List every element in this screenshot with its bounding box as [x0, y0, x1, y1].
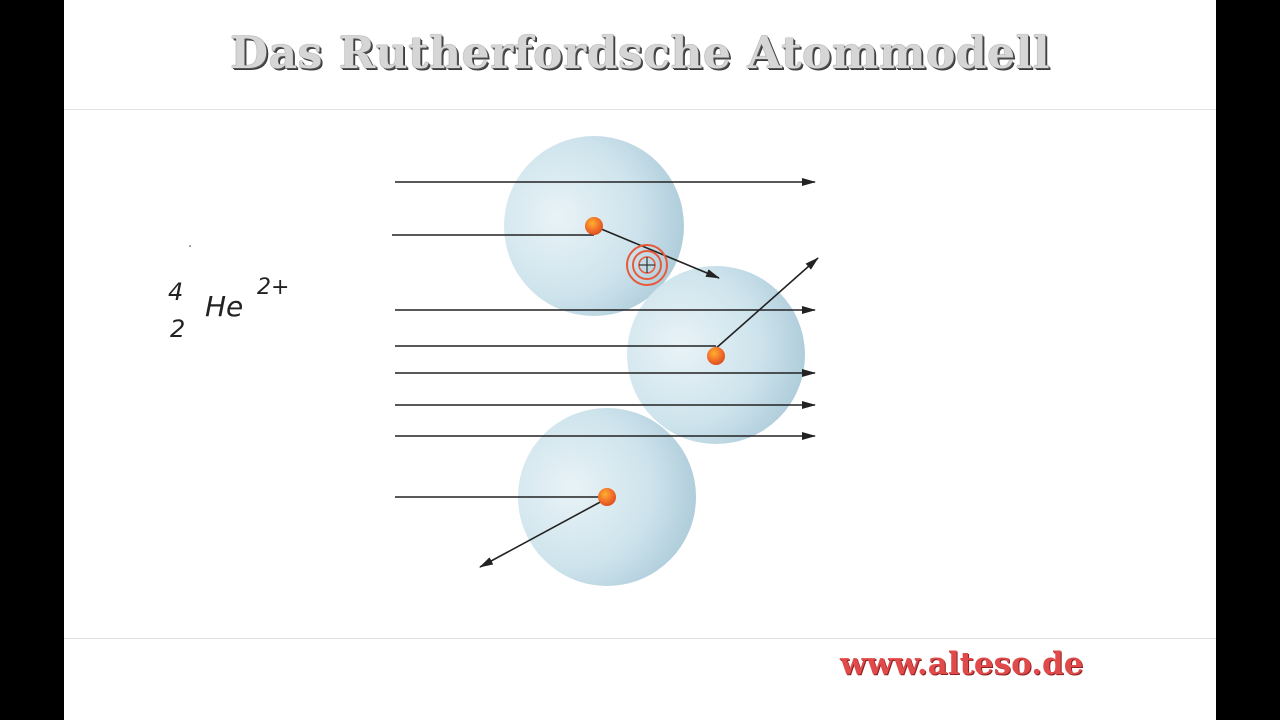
helium-nucleus-formula: 4 2 He 2+ — [168, 275, 289, 343]
slide: Das Rutherfordsche Atommodell — [64, 0, 1216, 720]
title-divider — [64, 109, 1216, 110]
rutherford-diagram: 4 2 He 2+ — [168, 136, 819, 586]
charge: 2+ — [257, 275, 289, 300]
nucleus-top — [585, 217, 603, 235]
alpha-ray-8-backscattered — [479, 499, 605, 568]
alpha-ray-4-deflected — [713, 257, 819, 351]
slide-title: Das Rutherfordsche Atommodell — [229, 28, 1051, 79]
element-symbol: He — [205, 290, 243, 323]
nucleus-middle — [707, 347, 725, 365]
atomic-number: 2 — [170, 315, 185, 343]
stray-dot — [189, 245, 191, 247]
alpha-ray-2-deflected — [593, 225, 720, 279]
mass-number: 4 — [168, 278, 183, 306]
website-url: www.alteso.de — [840, 646, 1084, 682]
footer-divider — [64, 638, 1216, 639]
crosshair-target-icon — [626, 244, 668, 286]
nucleus-bottom — [598, 488, 616, 506]
